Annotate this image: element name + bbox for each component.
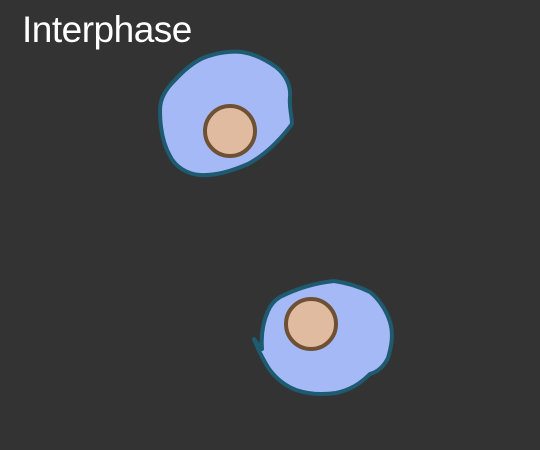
cell-upper-nucleus xyxy=(203,104,257,158)
phase-label: Interphase xyxy=(22,9,192,50)
cell-upper xyxy=(158,49,294,178)
cell-lower xyxy=(252,279,394,396)
cell-lower-nucleus xyxy=(284,297,338,351)
